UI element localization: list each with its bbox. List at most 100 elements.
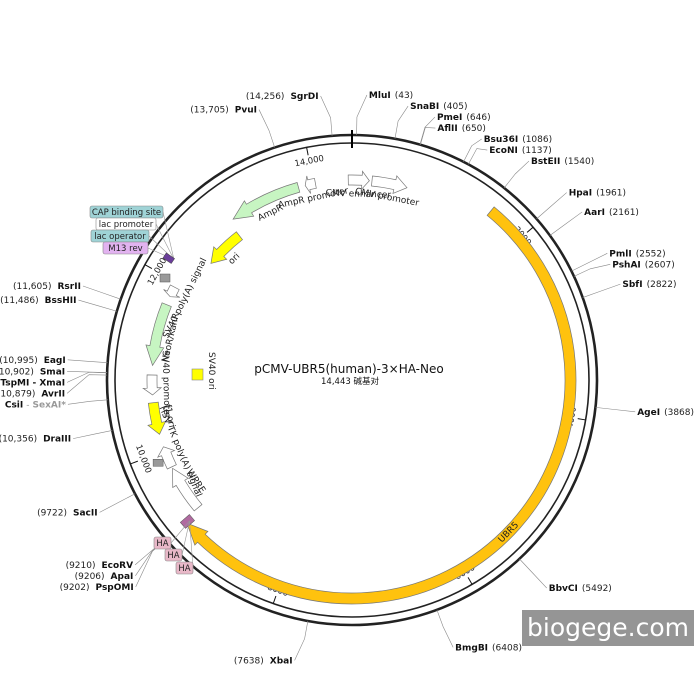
site-name: DraIII: [43, 435, 71, 445]
site-leader: [67, 371, 108, 373]
site-position: (9722): [37, 508, 67, 518]
feature-arc-f1-ori: [147, 401, 167, 435]
tag-ha-2: HA: [164, 520, 190, 562]
site-leader: [82, 285, 121, 300]
site-leader: [394, 105, 409, 139]
feature-wpre: WPRE: [172, 468, 207, 512]
site-label: HpaI(1961): [569, 189, 626, 199]
tick-label: 10,000: [133, 443, 153, 474]
site-position: (14,256): [246, 92, 285, 102]
site-name: AflII: [437, 124, 457, 134]
tag-leader: [189, 520, 194, 569]
site-mlui: MluI(43): [356, 91, 413, 136]
site-label: (11,605) RsrII: [13, 282, 81, 292]
site-position: (405): [443, 102, 467, 112]
tag-ha-2-box: [164, 548, 183, 562]
site-label: (10,902)SmaI: [0, 367, 65, 377]
site-position: (646): [466, 113, 490, 123]
site-name: ApaI: [111, 572, 134, 582]
site-position: (6408): [492, 643, 522, 653]
site-leader: [258, 109, 275, 148]
site-leader: [571, 253, 608, 272]
tag-ha-3-label: HA: [178, 564, 190, 574]
site-position: (3868): [664, 408, 694, 418]
site-leader: [419, 116, 436, 145]
site-leader: [436, 609, 454, 648]
site-name: PmlI: [609, 249, 631, 259]
site-label: (7638)XbaI: [234, 656, 293, 666]
site-leader: [294, 620, 309, 661]
site-label: PmeI(646): [437, 113, 491, 123]
site-leader: [73, 430, 113, 439]
site-name: TspMI - XmaI: [0, 378, 65, 388]
site-leader: [573, 264, 611, 277]
site-label: (10,995)EagI: [0, 356, 66, 366]
site-leader: [67, 399, 108, 405]
site-leader: [66, 371, 108, 383]
polya-marker: [152, 458, 164, 467]
site-leader: [549, 211, 583, 236]
site-label: MluI(43): [369, 91, 413, 101]
tick-mark: [144, 264, 153, 270]
site-position: (10,356): [0, 435, 37, 445]
tag-leader: [181, 520, 190, 556]
site-leader: [503, 160, 530, 189]
site-aflii: AflII(650): [420, 124, 486, 145]
site-position: (10,995): [0, 356, 38, 366]
site-leader: [320, 95, 333, 136]
tag-ha-3: HA: [175, 520, 194, 575]
feature-arc-ori: [210, 231, 243, 264]
site-leader: [67, 359, 108, 363]
feature-cmv-enhancer: CMV enhancer: [325, 170, 391, 201]
site-name: BstEII: [531, 157, 560, 167]
site-label: (9202)PspOMI: [60, 583, 134, 593]
site-label: (10,356) DraIII: [0, 435, 71, 445]
feature-arc-sv40-polya: [163, 284, 180, 298]
site-name: RsrII: [58, 282, 81, 292]
site-bsu36i: Bsu36I(1086): [463, 135, 552, 162]
site-position: (1540): [564, 157, 594, 167]
tag-ha-2-label: HA: [167, 551, 179, 561]
feature-arc-cmv-enhancer: [347, 170, 370, 191]
site-pmli: PmlI (2552): [571, 249, 666, 272]
feature-label-ori: ori: [227, 252, 242, 267]
lac-marker: [162, 252, 175, 264]
tag-lac-operator-label: lac operator: [94, 232, 146, 242]
site-name: AvrII: [41, 389, 65, 399]
site-position: (11,605): [13, 282, 52, 292]
feature-label-sv40-promoter: SV40 promoter: [160, 350, 172, 418]
site-position: (11,486): [0, 296, 39, 306]
site-leader: [420, 127, 436, 145]
site-leader: [463, 138, 482, 162]
site-name: SnaBI: [410, 102, 439, 112]
site-name: AarI: [584, 208, 605, 218]
site-aari: AarI(2161): [549, 208, 639, 236]
site-hpai: HpaI(1961): [536, 189, 626, 220]
feature-ubr5: UBR5: [186, 206, 577, 605]
site-agei: AgeI(3868): [595, 407, 694, 418]
feature-arc-ampr: [232, 182, 301, 220]
site-eagi: (10,995)EagI: [0, 356, 108, 366]
site-sacii: (9722)SacII: [37, 493, 136, 518]
site-position: (1137): [522, 146, 552, 156]
site-bsshii: (11,486)BssHII: [0, 296, 117, 312]
site-label: (10,900)TspMI - XmaI: [0, 378, 65, 388]
tag-m13-rev-box: [102, 241, 149, 255]
site-label: AgeI(3868): [637, 408, 694, 418]
site-leader: [582, 283, 621, 298]
feature-label-cmv-enhancer: CMV enhancer: [325, 188, 391, 200]
site-leader: [595, 407, 636, 413]
tick-label: 14,000: [294, 154, 325, 169]
site-position: (10,879): [0, 389, 35, 399]
site-label: (13,705)PvuI: [190, 106, 257, 116]
tag-leader: [170, 520, 190, 544]
tick-mark: [130, 460, 139, 465]
terminator-marker: [159, 273, 171, 283]
feature-arc-neor-kanr: [145, 302, 172, 367]
tag-lac-promoter: lac promoter: [95, 217, 175, 260]
site-position: (2552): [636, 249, 666, 259]
site-position: (2822): [647, 280, 677, 290]
backbone-ring: [105, 130, 599, 627]
